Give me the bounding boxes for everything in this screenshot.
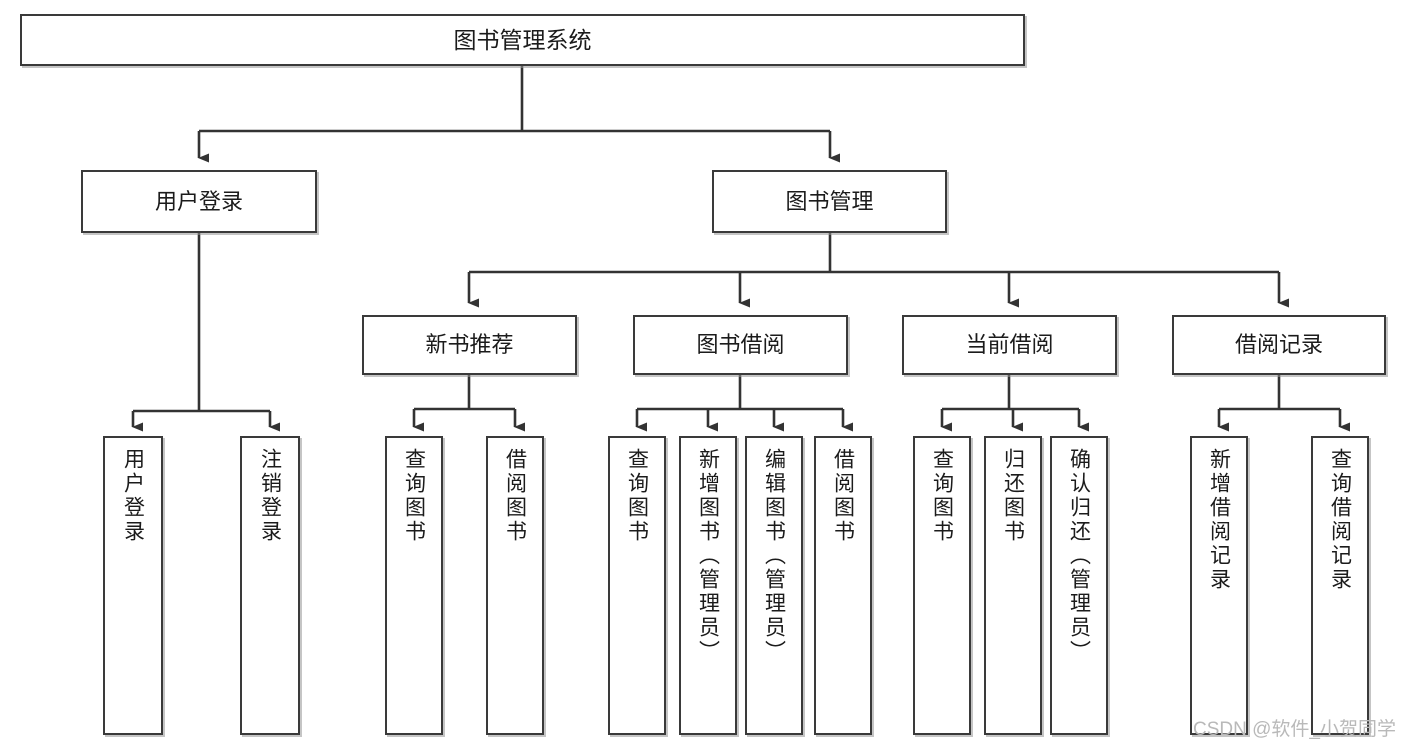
leaf-logout[interactable]: 注销登录 <box>240 436 300 735</box>
node-label: 查询图书 <box>402 448 426 544</box>
node-label: 查询图书 <box>625 448 649 544</box>
node-label: 借阅记录 <box>1234 332 1323 358</box>
node-label: 归还图书 <box>1001 448 1025 544</box>
node-label: 编辑图书（管理员） <box>762 448 786 664</box>
watermark: CSDN @软件_小贺同学 <box>1193 719 1396 740</box>
leaf-user-login[interactable]: 用户登录 <box>103 436 163 735</box>
node-label: 借阅图书 <box>831 448 855 544</box>
node-label: 当前借阅 <box>965 332 1054 358</box>
leaf-bb-borrow-book[interactable]: 借阅图书 <box>814 436 872 735</box>
leaf-cb-confirm-return[interactable]: 确认归还（管理员） <box>1050 436 1108 735</box>
node-label: 查询借阅记录 <box>1328 448 1352 592</box>
node-label: 图书借阅 <box>696 332 785 358</box>
node-label: 用户登录 <box>121 448 145 544</box>
node-label: 确认归还（管理员） <box>1067 448 1091 664</box>
node-label: 图书管理系统 <box>453 26 592 53</box>
node-label: 新书推荐 <box>425 332 514 358</box>
leaf-rec-query-book[interactable]: 查询图书 <box>385 436 443 735</box>
node-label: 用户登录 <box>154 188 243 214</box>
leaf-br-add-record[interactable]: 新增借阅记录 <box>1190 436 1248 735</box>
node-current-borrow[interactable]: 当前借阅 <box>902 315 1117 375</box>
node-book-management[interactable]: 图书管理 <box>712 170 947 233</box>
node-borrow-record[interactable]: 借阅记录 <box>1172 315 1386 375</box>
node-label: 查询图书 <box>930 448 954 544</box>
node-label: 注销登录 <box>258 448 282 544</box>
node-book-management-system[interactable]: 图书管理系统 <box>20 14 1025 66</box>
leaf-br-query-record[interactable]: 查询借阅记录 <box>1311 436 1369 735</box>
node-book-borrow[interactable]: 图书借阅 <box>633 315 848 375</box>
leaf-cb-query-book[interactable]: 查询图书 <box>913 436 971 735</box>
node-user-login[interactable]: 用户登录 <box>81 170 317 233</box>
node-label: 新增借阅记录 <box>1207 448 1231 592</box>
node-new-book-recommend[interactable]: 新书推荐 <box>362 315 577 375</box>
leaf-rec-borrow-book[interactable]: 借阅图书 <box>486 436 544 735</box>
leaf-bb-query-book[interactable]: 查询图书 <box>608 436 666 735</box>
node-label: 借阅图书 <box>503 448 527 544</box>
leaf-cb-return-book[interactable]: 归还图书 <box>984 436 1042 735</box>
leaf-bb-add-book[interactable]: 新增图书（管理员） <box>679 436 737 735</box>
node-label: 新增图书（管理员） <box>696 448 720 664</box>
node-label: 图书管理 <box>785 188 874 214</box>
leaf-bb-edit-book[interactable]: 编辑图书（管理员） <box>745 436 803 735</box>
